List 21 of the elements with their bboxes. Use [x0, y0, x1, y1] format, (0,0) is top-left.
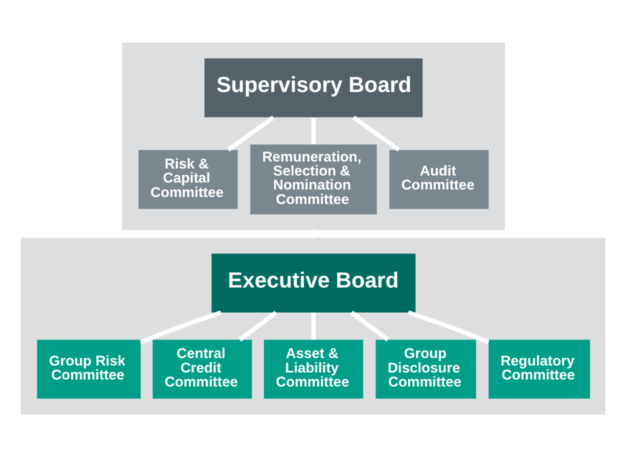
- connector: [226, 115, 275, 152]
- connector: [140, 310, 222, 344]
- connector: [311, 229, 316, 238]
- node-box: Supervisory Board: [204, 58, 423, 117]
- node-box: Central Credit Committee: [152, 339, 252, 398]
- cluster: [122, 42, 505, 230]
- connector: [311, 117, 316, 144]
- connector: [238, 310, 278, 341]
- connector: [352, 115, 400, 152]
- connector: [408, 310, 490, 344]
- connector: [350, 310, 390, 341]
- node-box: Group Risk Committee: [37, 339, 141, 398]
- node-box: Executive Board: [212, 253, 416, 312]
- node-box: Group Disclosure Committee: [376, 339, 476, 398]
- node-box: Asset & Liability Committee: [264, 339, 364, 398]
- node-box: Regulatory Committee: [488, 339, 590, 398]
- connector: [311, 312, 316, 340]
- node-box: Audit Committee: [389, 149, 489, 208]
- node-box: Remuneration, Selection & Nomination Committee: [250, 144, 377, 214]
- cluster: [20, 237, 606, 414]
- node-box: Risk & Capital Committee: [138, 149, 238, 208]
